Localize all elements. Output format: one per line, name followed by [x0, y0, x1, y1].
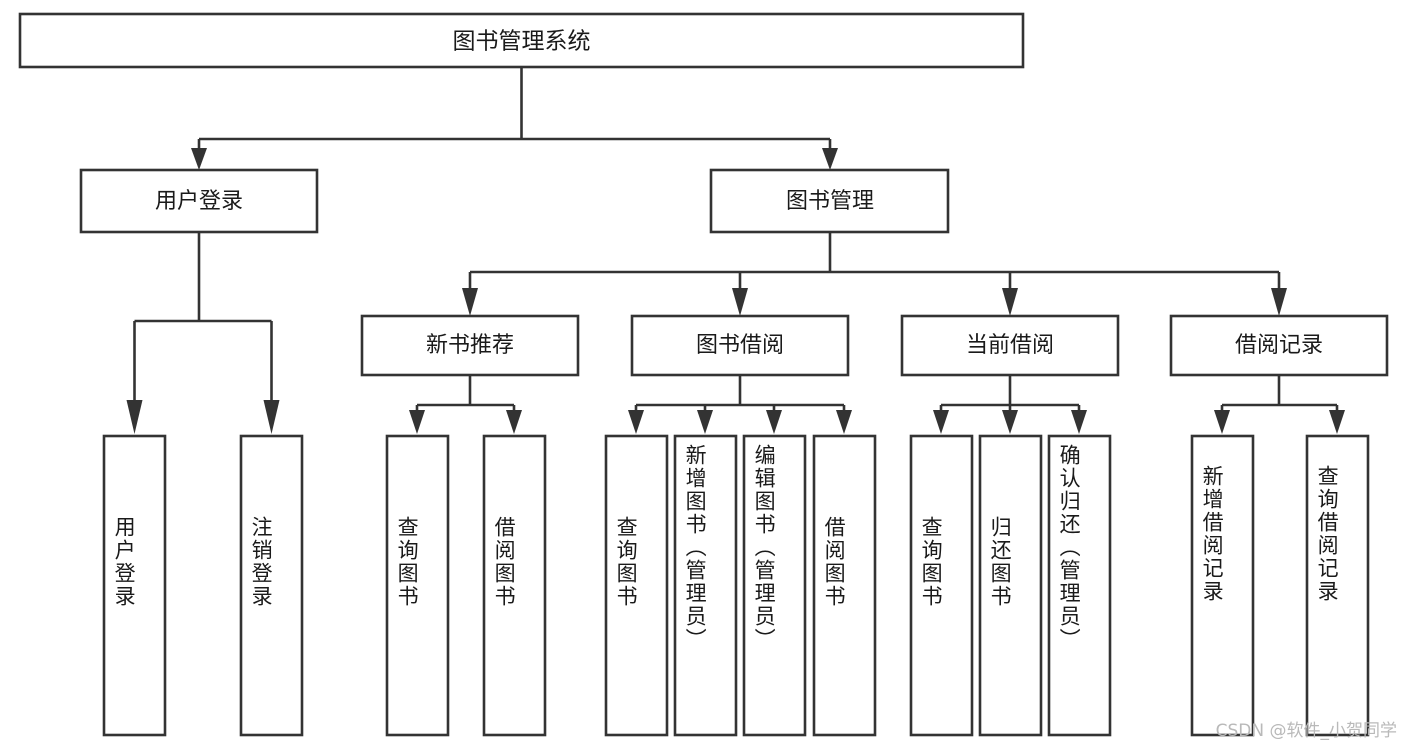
arrowhead-to-new-book: [462, 288, 478, 316]
node-book-borrow[interactable]: 图书借阅: [630, 314, 850, 377]
node-root[interactable]: 图书管理系统: [18, 12, 1025, 69]
node-borrow-record-box[interactable]: [1169, 314, 1389, 377]
node-current-borrow-label: 当前借阅: [966, 333, 1054, 358]
arrowhead-leaf-1: [126, 400, 143, 434]
node-user-login[interactable]: 用户登录: [79, 168, 319, 234]
arrowhead-to-book-manage: [822, 148, 838, 170]
leaf-box-borrow-book-2[interactable]: [812, 434, 877, 737]
nodes-group: 图书管理系统 用户登录 图书管理 新书推荐 图书借阅 当前: [18, 12, 1389, 737]
node-book-management-box[interactable]: [709, 168, 950, 234]
node-new-book-recommend-label: 新书推荐: [426, 333, 514, 358]
leaf-box-edit-book-admin[interactable]: [742, 434, 807, 737]
arrowhead-to-user-login: [191, 148, 207, 170]
arrowhead-leaf-12: [1214, 410, 1230, 434]
arrowhead-leaf-5: [628, 410, 644, 434]
leaf-box-logout[interactable]: [239, 434, 304, 737]
node-user-login-box[interactable]: [79, 168, 319, 234]
node-book-management-label: 图书管理: [786, 189, 874, 214]
leaf-box-add-book-admin[interactable]: [673, 434, 738, 737]
leaf-box-query-book-2[interactable]: [604, 434, 669, 737]
node-current-borrow-box[interactable]: [900, 314, 1120, 377]
arrowhead-leaf-9: [933, 410, 949, 434]
node-borrow-record[interactable]: 借阅记录: [1169, 314, 1389, 377]
node-current-borrow[interactable]: 当前借阅: [900, 314, 1120, 377]
leaf-box-return-book[interactable]: [978, 434, 1043, 737]
arrowhead-to-borrow: [732, 288, 748, 316]
node-book-borrow-box[interactable]: [630, 314, 850, 377]
node-user-login-label: 用户登录: [155, 189, 243, 214]
arrowhead-leaf-3: [409, 410, 425, 434]
arrowhead-leaf-4: [506, 410, 522, 434]
arrowhead-leaf-6: [697, 410, 713, 434]
arrowhead-leaf-8: [836, 410, 852, 434]
arrowhead-to-record: [1271, 288, 1287, 316]
leaf-box-user-login[interactable]: [102, 434, 167, 737]
node-book-management[interactable]: 图书管理: [709, 168, 950, 234]
node-root-label: 图书管理系统: [453, 29, 591, 55]
leaf-box-add-borrow-record[interactable]: [1190, 434, 1255, 737]
arrowhead-leaf-7: [766, 410, 782, 434]
leaf-box-confirm-return-admin[interactable]: [1047, 434, 1112, 737]
arrowhead-leaf-11: [1071, 410, 1087, 434]
node-book-borrow-label: 图书借阅: [696, 333, 784, 358]
node-borrow-record-label: 借阅记录: [1235, 333, 1323, 358]
arrowhead-to-current: [1002, 288, 1018, 316]
leaf-box-borrow-book-1[interactable]: [482, 434, 547, 737]
node-new-book-recommend[interactable]: 新书推荐: [360, 314, 580, 377]
node-root-box[interactable]: [18, 12, 1025, 69]
leaf-box-query-borrow-record[interactable]: [1305, 434, 1370, 737]
arrowhead-leaf-2: [263, 400, 280, 434]
csdn-watermark: CSDN @软件_小贺同学: [1215, 721, 1397, 741]
edges-group: [126, 67, 1345, 434]
node-new-book-recommend-box[interactable]: [360, 314, 580, 377]
arrowhead-leaf-13: [1329, 410, 1345, 434]
leaf-box-query-book-1[interactable]: [385, 434, 450, 737]
leaf-box-query-book-3[interactable]: [909, 434, 974, 737]
arrowhead-leaf-10: [1002, 410, 1018, 434]
